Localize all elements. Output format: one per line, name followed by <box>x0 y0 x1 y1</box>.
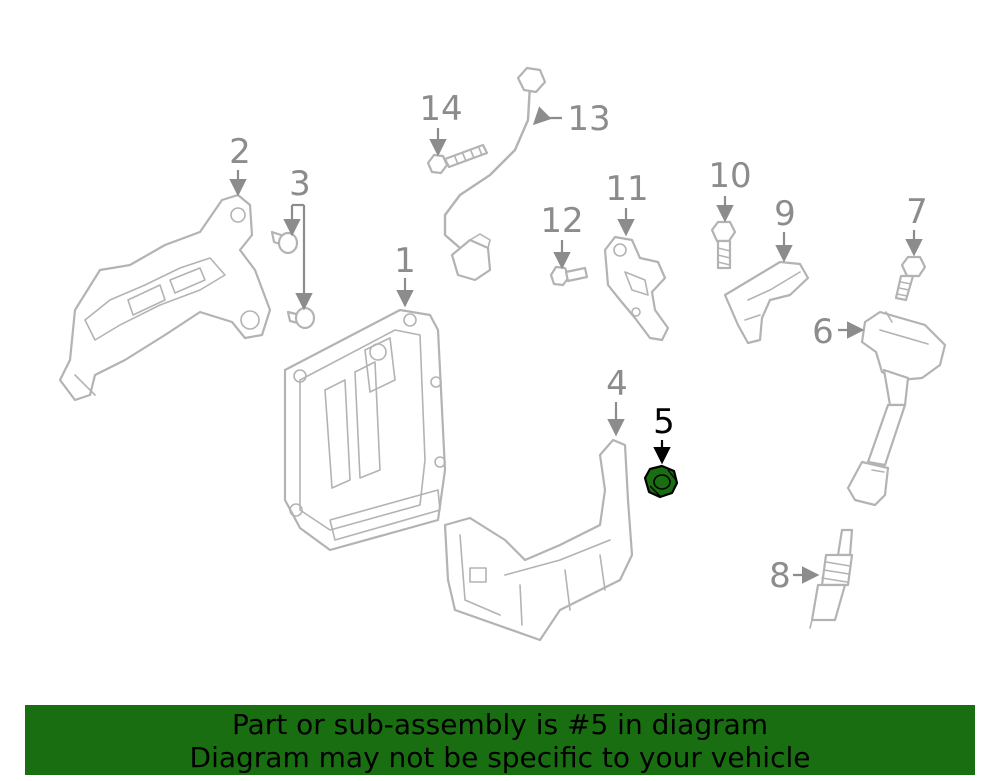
callout-4: 4 <box>606 364 628 404</box>
part-5-nut <box>643 464 679 499</box>
part-2-bracket <box>58 193 272 402</box>
part-3-screws <box>270 230 316 330</box>
callout-10: 10 <box>708 156 751 196</box>
callout-8: 8 <box>769 556 791 596</box>
info-banner: Part or sub-assembly is #5 in diagram Di… <box>25 705 975 775</box>
callout-1: 1 <box>394 241 416 281</box>
parts-diagram: 1 2 3 4 5 6 7 8 9 10 11 12 13 14 <box>58 66 947 642</box>
part-8-spark-plug <box>809 528 854 629</box>
leader-lines <box>229 106 923 584</box>
callout-5: 5 <box>653 402 675 442</box>
callout-12: 12 <box>540 201 583 241</box>
callout-7: 7 <box>906 192 928 232</box>
part-9-sensor <box>723 260 810 345</box>
callout-2: 2 <box>229 132 251 172</box>
callout-11: 11 <box>605 169 648 209</box>
banner-line-1: Part or sub-assembly is #5 in diagram <box>231 708 769 741</box>
callout-6: 6 <box>812 312 834 352</box>
callout-3: 3 <box>289 164 311 204</box>
part-10-bolt <box>710 220 737 270</box>
part-4-shield <box>443 438 634 642</box>
part-6-ignition-coil <box>846 310 947 507</box>
callout-9: 9 <box>774 194 796 234</box>
banner-line-2: Diagram may not be specific to your vehi… <box>189 741 811 774</box>
part-13-sensor-cable <box>443 66 547 282</box>
callout-13: 13 <box>567 99 610 139</box>
part-12-bolt <box>549 265 589 287</box>
callout-labels: 1 2 3 4 5 6 7 8 9 10 11 12 13 14 <box>229 89 928 596</box>
part-7-bolt <box>894 255 927 302</box>
part-14-bolt <box>426 143 489 175</box>
part-11-sensor <box>603 235 670 342</box>
callout-14: 14 <box>419 89 462 129</box>
part-1-ecu <box>283 308 447 552</box>
